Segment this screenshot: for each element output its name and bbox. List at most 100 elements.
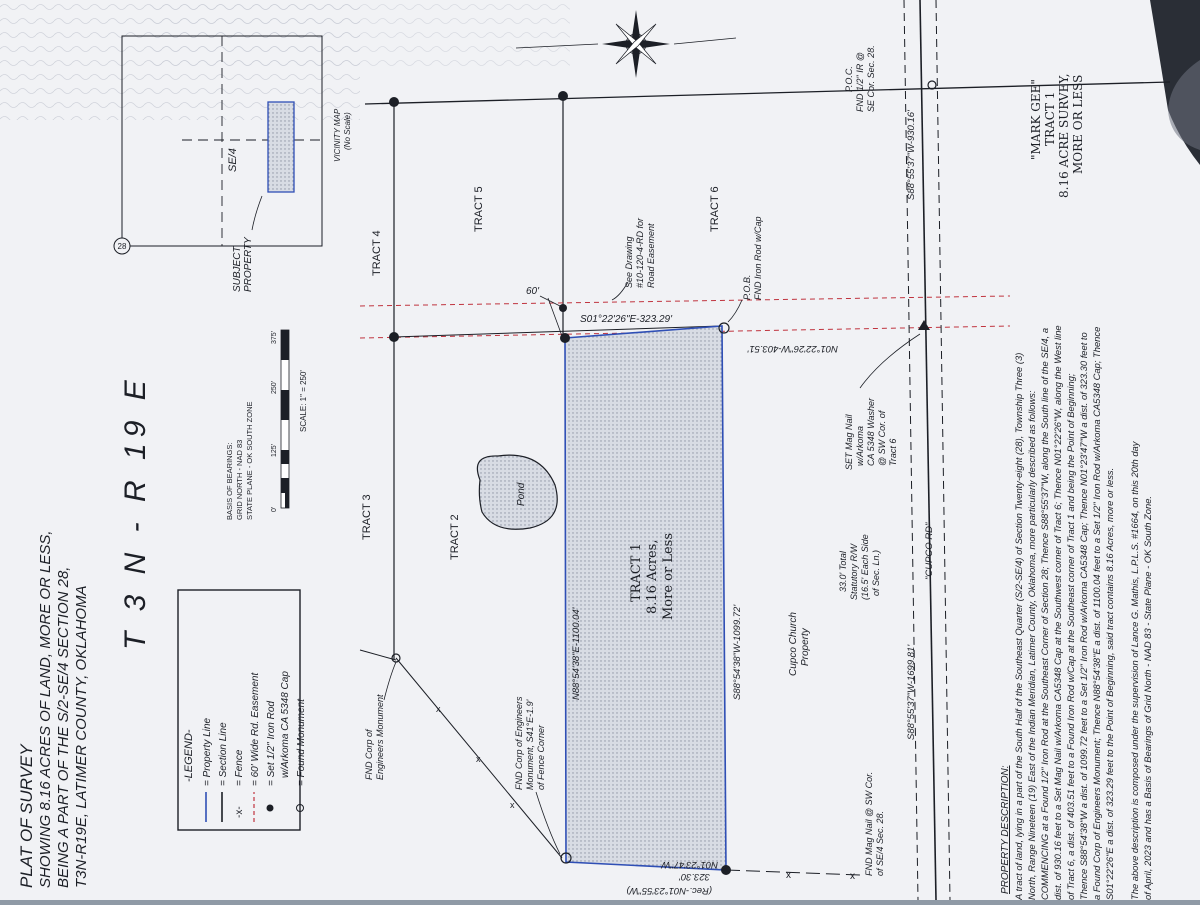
- fnd-mag-1: FND Mag Nail @ SW Cor.: [864, 772, 874, 876]
- scale-tick-0: 0': [271, 507, 278, 512]
- fnd-corp-fence-2: Monument, S41°E-1.9': [525, 699, 535, 790]
- svg-text:x: x: [786, 870, 791, 881]
- found-monument-pob: [718, 322, 730, 334]
- row-label-3: (16.5' Each Side: [860, 534, 870, 600]
- legend-item-section: = Section Line: [218, 722, 229, 786]
- vicinity-subject-parcel: [267, 101, 295, 193]
- legend-monument-symbol: [296, 804, 304, 812]
- pond-label: Pond: [516, 482, 527, 506]
- description-heading: PROPERTY DESCRIPTION:: [1000, 765, 1011, 894]
- pond: [476, 454, 558, 530]
- legend-content: -LEGEND- = Property Line = Section Line …: [183, 671, 307, 822]
- row-label-4: of Sec. Ln.): [871, 550, 881, 596]
- description-line-1: A tract of land, lying in a part of the …: [1013, 353, 1024, 900]
- vicinity-map-label-2: (No Scale): [343, 112, 352, 150]
- vicinity-quarter-label: SE/4: [227, 148, 239, 172]
- vicinity-map: 28 SE/4 SUBJECT PROPERTY VICINITY MAP (N…: [113, 35, 352, 292]
- owner-line-1: "MARK GEE": [1029, 79, 1043, 160]
- bearings-line-3: STATE PLANE - OK SOUTH ZONE: [245, 402, 254, 521]
- set-mag-3: CA 5348 Washer: [866, 397, 876, 466]
- title-line-4: T3N-R19E, LATIMER COUNTY, OKLAHOMA: [73, 585, 90, 888]
- tract-2-label: TRACT 2: [449, 514, 461, 560]
- title-block: PLAT OF SURVEY SHOWING 8.16 ACRES OF LAN…: [17, 530, 90, 888]
- legend-item-iron-rod-cap: w/Arkoma CA 5348 Cap: [280, 671, 291, 778]
- certification-line-1: The above description is composed under …: [1129, 440, 1140, 900]
- set-mag-4: @ SW Cor. of: [877, 409, 887, 466]
- legend-heading: -LEGEND-: [183, 729, 195, 782]
- pob-label: P.O.B.: [742, 275, 752, 300]
- owner-line-4: MORE OR LESS: [1071, 75, 1085, 174]
- call-west-distance: 323.30': [678, 871, 710, 882]
- set-mag-nail-marker: [918, 320, 930, 330]
- svg-text:x: x: [476, 754, 481, 764]
- vicinity-subject-label-2: PROPERTY: [243, 236, 254, 292]
- bearings-line-2: GRID NORTH - NAD 83: [235, 440, 244, 520]
- road-call-2: S88°55'37"W-930.16': [906, 109, 917, 200]
- legend-box: [177, 589, 301, 831]
- cupco-road-edge-2: [903, 0, 919, 901]
- fnd-corp-fence-1: FND Corp of Engineers: [514, 696, 524, 790]
- scale-bar: 0' 125' 250' 375' SCALE: 1" = 250': [271, 329, 308, 512]
- call-south: S88°54'38"W-1099.72': [732, 604, 743, 700]
- bearings-basis: BASIS OF BEARINGS: GRID NORTH - NAD 83 S…: [225, 329, 308, 521]
- north-line-tract4-5: [364, 81, 1171, 105]
- iron-rod-marker: [389, 97, 399, 107]
- fence-leader-left: [359, 649, 397, 661]
- svg-text:x: x: [436, 704, 441, 714]
- call-east: S01°22'26"E-323.29': [580, 314, 673, 325]
- owner-line-3: 8.16 ACRE SURVEY,: [1057, 73, 1071, 198]
- township-label: T 3 N - R 19 E: [119, 374, 152, 650]
- title-line-3: BEING A PART OF THE S/2-SE/4 SECTION 28,: [55, 567, 72, 888]
- road-name: "CUPCO RD": [924, 522, 935, 580]
- owner-box: "MARK GEE" TRACT 1 8.16 ACRE SURVEY, MOR…: [1029, 73, 1085, 198]
- description-line-7: a Found Corp of Engineers Monument; Then…: [1091, 327, 1102, 900]
- certification-line-2: of April, 2023 and has a Basis of Bearin…: [1142, 496, 1153, 900]
- township-text: T 3 N - R 19 E: [119, 374, 152, 650]
- tract-4-label: TRACT 4: [371, 230, 383, 276]
- iron-rod-marker: [389, 332, 399, 342]
- tract-1-label: TRACT 1 8.16 Acres, More or Less: [629, 533, 676, 620]
- legend-item-easement: = 60' Wide Rd. Easement: [250, 672, 261, 786]
- vicinity-map-label-1: VICINITY MAP: [333, 108, 342, 162]
- legend-iron-rod-symbol: [266, 804, 274, 812]
- set-mag-2: w/Arkoma: [855, 426, 865, 466]
- fence-diagonal: [395, 657, 563, 859]
- row-label-1: 33.0' Total: [838, 550, 848, 592]
- see-drawing-line-1: See Drawing: [624, 236, 634, 288]
- surveyor-seal: [1168, 60, 1200, 150]
- description-line-8: S01°22'26"E a dist. of 323.29 feet to th…: [1104, 468, 1115, 900]
- poc-marker: [927, 80, 937, 90]
- owner-line-2: TRACT 1: [1043, 92, 1057, 146]
- iron-rod-marker: [558, 91, 568, 101]
- fnd-corp-monument-1: FND Corp of: [364, 728, 374, 780]
- fnd-mag-2: of SE/4 Sec. 28.: [875, 811, 885, 876]
- legend-item-monument: = Found Monument: [296, 698, 307, 786]
- title-line-2: SHOWING 8.16 ACRES OF LAND, MORE OR LESS…: [37, 530, 54, 888]
- vicinity-subject-label-1: SUBJECT: [232, 246, 243, 292]
- scale-label: SCALE: 1" = 250': [299, 370, 308, 432]
- legend-fence-symbol: -x-: [234, 806, 245, 818]
- iron-rod-marker: [559, 304, 567, 312]
- call-west-record: (Rec.-N01°23'55"W): [626, 885, 712, 896]
- tract-1-name: TRACT 1: [629, 543, 644, 602]
- description-line-5: of Tract 6, a dist. of 403.51 feet to a …: [1065, 373, 1076, 900]
- legend: -LEGEND- = Property Line = Section Line …: [177, 589, 307, 831]
- pob-note: FND Iron Rod w/Cap: [753, 216, 763, 300]
- scale-tick-125: 125': [271, 444, 278, 457]
- call-west: N01°23'47"W: [660, 859, 718, 870]
- found-monument: [560, 852, 572, 864]
- see-drawing-line-3: Road Easement: [646, 223, 656, 288]
- vicinity-section-badge: [113, 237, 131, 255]
- fnd-corp-monument-2: Engineers Monument: [375, 694, 385, 780]
- title-line-1: PLAT OF SURVEY: [17, 743, 36, 888]
- paper-texture-2: [150, 0, 570, 70]
- call-east-south: N01°22'26"W-403.51': [746, 343, 838, 354]
- easement-width-label: 60': [526, 286, 540, 297]
- legend-item-iron-rod: = Set 1/2" Iron Rod: [266, 701, 277, 786]
- property-description: PROPERTY DESCRIPTION: A tract of land, l…: [1000, 325, 1153, 901]
- tract-6-label: TRACT 6: [709, 186, 721, 232]
- vicinity-section-number: 28: [118, 242, 127, 251]
- poc-note-1: FND 1/2" IR @: [855, 52, 865, 112]
